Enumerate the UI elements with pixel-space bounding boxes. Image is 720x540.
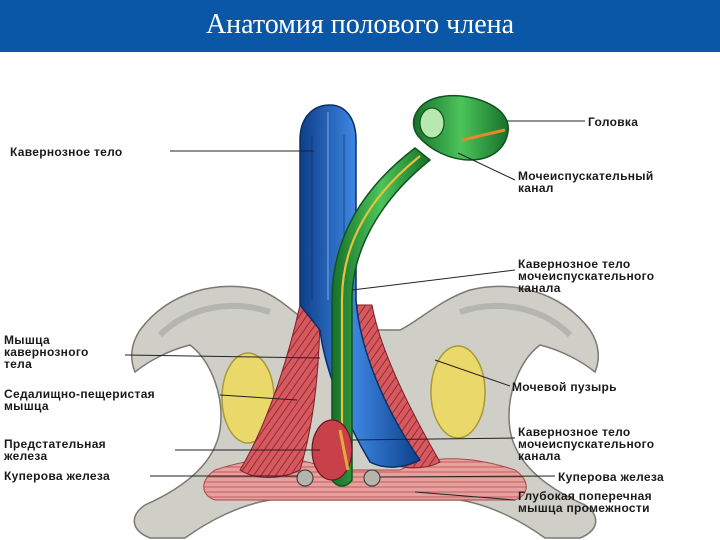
label-spongy-top-line2: мочеиспускательного — [518, 269, 654, 283]
label-spongy-top-line1: Кавернозное тело — [518, 257, 630, 271]
anatomy-diagram: Кавернозное тело Мышца кавернозного тела… — [3, 94, 664, 539]
label-ischio-line1: Седалищно-пещеристая — [4, 387, 155, 401]
label-glans: Головка — [588, 115, 638, 129]
label-spongy-bottom-line1: Кавернозное тело — [518, 425, 630, 439]
label-urethra-line2: канал — [518, 181, 554, 195]
label-cowper-left: Куперова железа — [4, 469, 110, 483]
ischiocavernosus-muscle-left — [239, 304, 321, 478]
label-bladder: Мочевой пузырь — [512, 380, 617, 394]
label-prostate-line2: железа — [3, 449, 47, 463]
label-spongy-top-line3: канала — [518, 281, 561, 295]
label-prostate-line1: Предстательная — [4, 437, 106, 451]
page-title: Анатомия полового члена — [205, 9, 515, 40]
label-deep-line1: Глубокая поперечная — [518, 489, 652, 503]
label-muscle-line1: Мышца — [4, 333, 50, 347]
label-urethra-line1: Мочеиспускательный — [518, 169, 654, 183]
label-muscle-line2: кавернозного — [4, 345, 89, 359]
title-bar — [0, 0, 720, 52]
label-deep-line2: мышца промежности — [518, 501, 650, 515]
label-spongy-bottom-line3: канала — [518, 449, 561, 463]
cowper-gland-right — [363, 469, 381, 487]
label-cavernous-body: Кавернозное тело — [10, 145, 122, 159]
label-spongy-bottom-line2: мочеиспускательного — [518, 437, 654, 451]
label-muscle-line3: тела — [4, 357, 32, 371]
label-ischio-line2: мышца — [4, 399, 49, 413]
cowper-gland-left — [296, 469, 314, 487]
right-bladder-region — [430, 345, 486, 439]
label-cowper-right: Куперова железа — [558, 470, 664, 484]
